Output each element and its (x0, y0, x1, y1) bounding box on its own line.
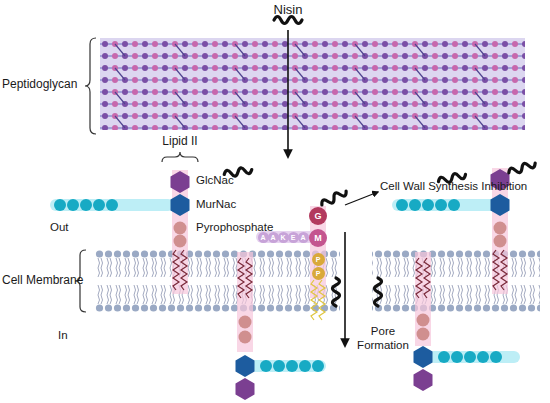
annotation-label: Cell Wall Synthesis Inhibition (380, 179, 550, 193)
glcnac-hexagon (171, 171, 190, 193)
residue-circle: A (258, 232, 269, 243)
residue-circle: A (298, 232, 309, 243)
lipid-tail (238, 258, 244, 298)
amino-acid (448, 199, 460, 211)
residue-letter: M (314, 234, 322, 243)
nisin-peptide (508, 160, 537, 176)
phosphate (174, 235, 187, 248)
peptidoglycan-crosslinks (100, 38, 525, 130)
amino-acid (435, 199, 447, 211)
nisin-peptide (375, 278, 382, 306)
annotation-label: In (58, 328, 88, 342)
lipid-tail (416, 258, 422, 298)
amino-acid (93, 199, 105, 211)
highlight (237, 252, 253, 352)
phosphate (239, 316, 252, 329)
arrow (344, 232, 346, 346)
phosphate (239, 331, 252, 344)
annotation-label: Cell Membrane (2, 273, 86, 287)
bracket (85, 38, 96, 134)
phosphate (494, 235, 507, 248)
amino-acid (451, 351, 463, 363)
nisin-peptide (333, 278, 340, 306)
residue-circle: G (309, 207, 327, 225)
residue-circle: K (278, 232, 289, 243)
residue-circle: M (309, 229, 327, 247)
amino-acid (67, 199, 79, 211)
lipid-bilayer (95, 250, 340, 312)
peptide-band (392, 199, 496, 211)
amino-acid (299, 360, 311, 372)
residue-letter: E (291, 234, 296, 241)
amino-acid (80, 199, 92, 211)
nisin-peptide (320, 188, 348, 208)
amino-acid (422, 199, 434, 211)
lipid-tail (311, 280, 317, 320)
annotation-label: Peptidoglycan (2, 77, 88, 91)
amino-acid (409, 199, 421, 211)
amino-acid (396, 199, 408, 211)
annotation-label: GlcNac (196, 173, 266, 187)
lipid-tail (246, 258, 252, 298)
phosphate (417, 314, 430, 327)
murnac-hexagon (171, 194, 190, 216)
arrow (287, 30, 289, 157)
arrow (345, 192, 378, 205)
phosphate (417, 328, 430, 341)
amino-acid (260, 360, 272, 372)
peptide-band (50, 199, 174, 211)
residue-circle: P (312, 267, 325, 280)
nisin-peptide (274, 17, 302, 24)
amino-acid (477, 351, 489, 363)
amino-acid (106, 199, 118, 211)
lipid-tail (493, 250, 499, 290)
peptide-band (428, 351, 520, 363)
amino-acid (273, 360, 285, 372)
residue-letter: P (316, 270, 321, 277)
amino-acid (54, 199, 66, 211)
annotation-label: Lipid II (150, 134, 210, 148)
annotation-label: Pore Formation (350, 324, 416, 352)
amino-acid (438, 351, 450, 363)
highlight (310, 206, 326, 298)
phosphate (494, 222, 507, 235)
annotation-label: MurNac (196, 197, 266, 211)
lipid-bilayer (372, 250, 540, 312)
residue-letter: K (280, 234, 285, 241)
murnac-hexagon (491, 194, 510, 216)
glcnac-hexagon (236, 378, 255, 400)
phosphate (174, 222, 187, 235)
residue-letter: A (270, 234, 275, 241)
residue-letter: A (300, 234, 305, 241)
lipid-tail (173, 250, 179, 290)
residue-circle: A (268, 232, 279, 243)
residue-circle: P (312, 253, 325, 266)
lipid-tail (424, 258, 430, 298)
lipid-tail (319, 280, 325, 320)
residue-letter: A (260, 234, 265, 241)
amino-acid (464, 351, 476, 363)
residue-letter: P (316, 256, 321, 263)
amino-acid (312, 360, 324, 372)
annotation-label: Nisin (263, 3, 313, 17)
amino-acid (286, 360, 298, 372)
highlight (415, 252, 431, 346)
lipid-tail (181, 250, 187, 290)
amino-acid (490, 351, 502, 363)
annotation-label: Pyrophosphate (196, 220, 291, 234)
peptidoglycan-layer (100, 38, 525, 130)
residue-circle: E (288, 232, 299, 243)
peptide-band (250, 360, 326, 372)
murnac-hexagon (236, 355, 255, 377)
lipid-tail (501, 250, 507, 290)
residue-letter: G (314, 212, 321, 221)
glcnac-hexagon (414, 369, 433, 391)
murnac-hexagon (414, 346, 433, 368)
brace (162, 152, 198, 162)
annotation-label: Out (50, 220, 82, 234)
